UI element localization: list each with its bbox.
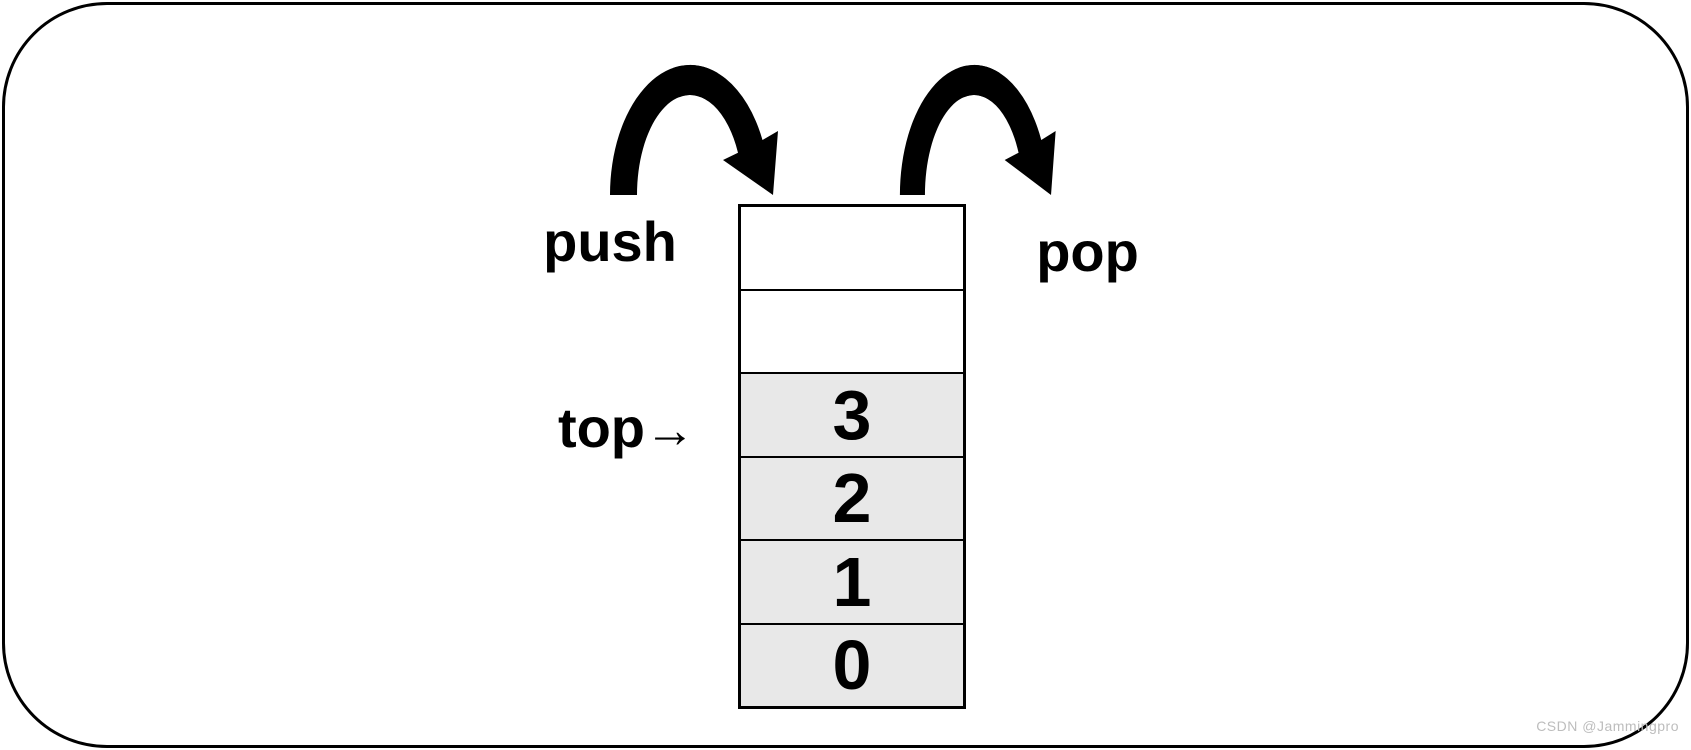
pop-label: pop [1036,220,1139,283]
watermark: CSDN @Jammingpro [1536,718,1679,734]
pop-arrow-icon [899,64,1056,195]
right-arrow-glyph: → [645,402,695,458]
stack-cell [741,288,963,372]
stack-cell: 0 [741,622,963,706]
stack-cell: 2 [741,455,963,539]
push-label: push [543,210,677,273]
stack-cell: 3 [741,372,963,456]
stack-cell [741,207,963,289]
top-pointer-text: top [557,396,645,459]
stack-array: 3 2 1 0 [738,204,966,709]
push-arrow-icon [610,64,778,195]
top-pointer-label: top→ [520,400,695,456]
stack-cell: 1 [741,539,963,623]
